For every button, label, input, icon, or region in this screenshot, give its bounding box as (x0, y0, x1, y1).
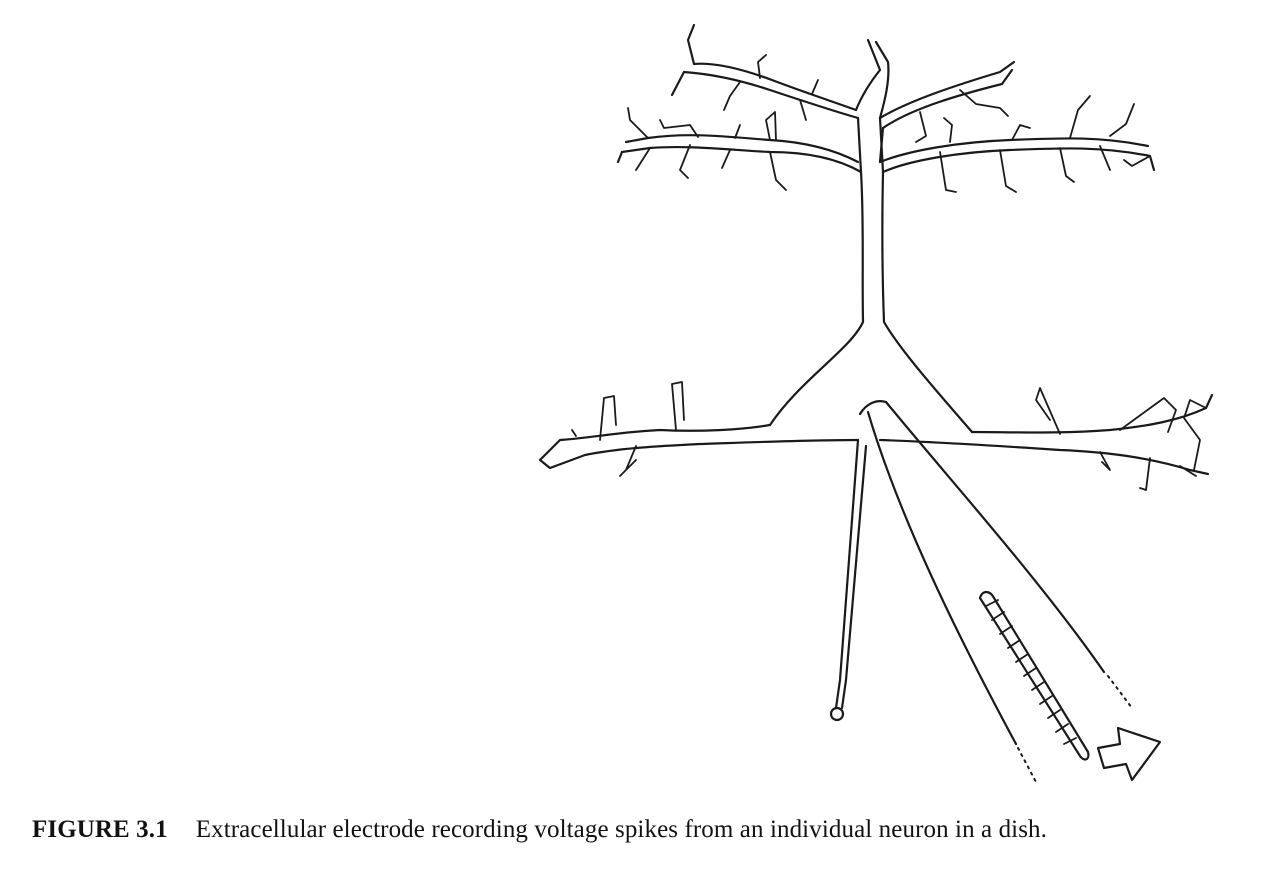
figure-caption-text: Extracellular electrode recording voltag… (195, 816, 1048, 843)
signal-indicator (978, 590, 1162, 782)
electrode-right-continuation (1107, 675, 1133, 709)
apical-tuft-left (616, 23, 882, 191)
apical-tuft-right (874, 40, 1156, 193)
electrode-left-edge (866, 410, 1018, 746)
figure-caption: FIGURE 3.1 Extracellular electrode record… (32, 816, 1047, 844)
electrode-left-continuation (1017, 747, 1037, 783)
electrode-tip (858, 400, 888, 416)
axon-terminal (829, 706, 845, 722)
electrode-right-edge (884, 400, 1106, 674)
axon (829, 438, 868, 722)
hatched-signal-bar (978, 590, 1090, 761)
signal-arrow (1096, 726, 1162, 782)
soma-and-basal-dendrites (538, 381, 1214, 491)
neuron (538, 23, 1214, 722)
electrode (858, 400, 1133, 783)
figure-label: FIGURE 3.1 (32, 816, 168, 843)
apical-dendrite-trunk (768, 170, 974, 434)
